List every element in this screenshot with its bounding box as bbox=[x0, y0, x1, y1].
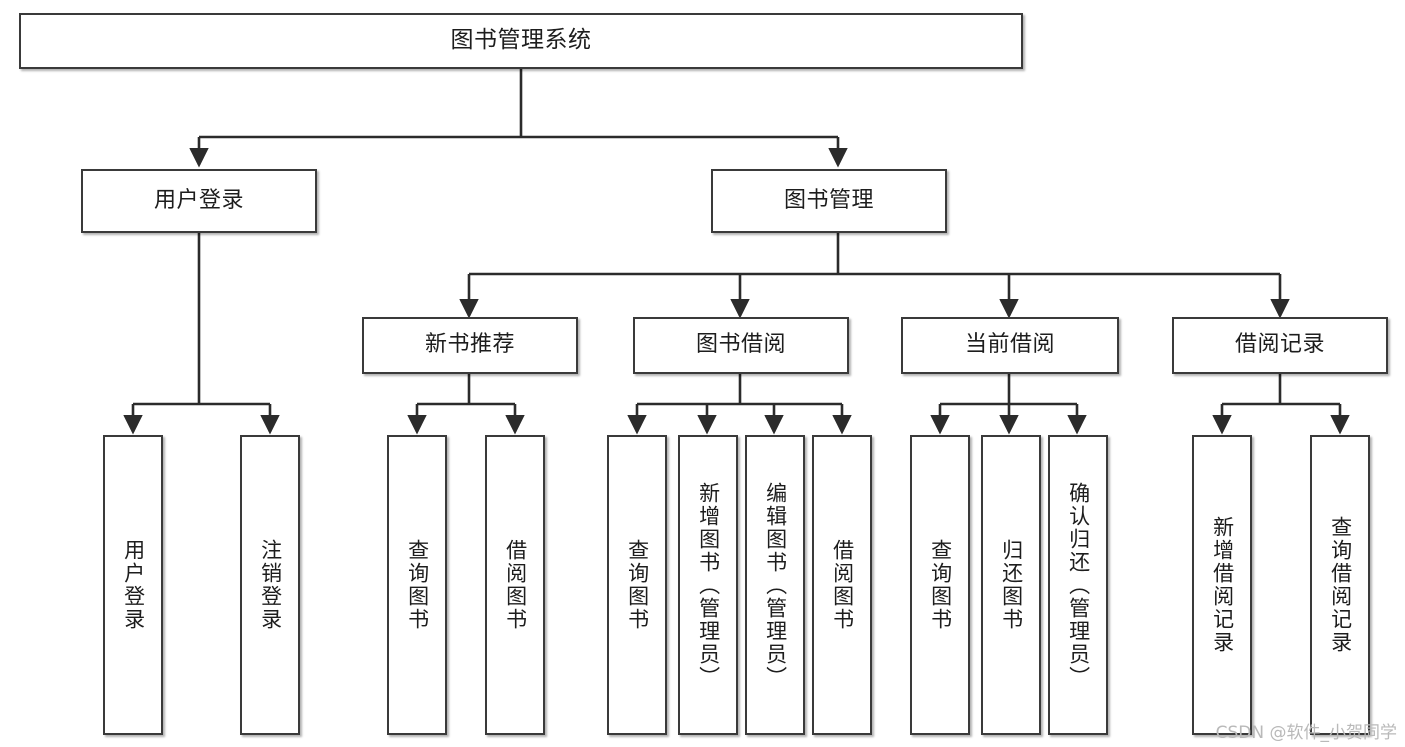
leaf-user-login[interactable]: 用户登录 bbox=[103, 435, 163, 735]
node-label: 用户登录 bbox=[153, 187, 244, 213]
leaf-query-book-current[interactable]: 查询图书 bbox=[910, 435, 970, 735]
node-label: 用户登录 bbox=[121, 539, 146, 631]
node-label: 注销登录 bbox=[258, 539, 283, 631]
leaf-return-book[interactable]: 归还图书 bbox=[981, 435, 1041, 735]
node-label: 查询借阅记录 bbox=[1328, 516, 1353, 654]
node-book-borrowing[interactable]: 图书借阅 bbox=[633, 317, 849, 374]
leaf-logout[interactable]: 注销登录 bbox=[240, 435, 300, 735]
leaf-confirm-return-admin[interactable]: 确认归还（管理员） bbox=[1048, 435, 1108, 735]
node-label: 新增借阅记录 bbox=[1210, 516, 1235, 654]
node-label: 查询图书 bbox=[405, 539, 430, 631]
leaf-query-book-borrow[interactable]: 查询图书 bbox=[607, 435, 667, 735]
csdn-watermark: CSDN @软件_小贺同学 bbox=[1215, 723, 1397, 743]
node-label: 查询图书 bbox=[625, 539, 650, 631]
node-book-management[interactable]: 图书管理 bbox=[711, 169, 947, 233]
leaf-query-borrow-record[interactable]: 查询借阅记录 bbox=[1310, 435, 1370, 735]
leaf-edit-book-admin[interactable]: 编辑图书（管理员） bbox=[745, 435, 805, 735]
node-current-borrowing[interactable]: 当前借阅 bbox=[901, 317, 1119, 374]
node-user-login[interactable]: 用户登录 bbox=[81, 169, 317, 233]
node-borrowing-record[interactable]: 借阅记录 bbox=[1172, 317, 1388, 374]
leaf-borrow-book-new-rec[interactable]: 借阅图书 bbox=[485, 435, 545, 735]
node-root-book-management-system[interactable]: 图书管理系统 bbox=[19, 13, 1023, 69]
node-label: 借阅记录 bbox=[1234, 332, 1325, 358]
node-label: 借阅图书 bbox=[830, 539, 855, 631]
node-label: 确认归还（管理员） bbox=[1066, 481, 1091, 689]
leaf-add-book-admin[interactable]: 新增图书（管理员） bbox=[678, 435, 738, 735]
node-new-book-recommendation[interactable]: 新书推荐 bbox=[362, 317, 578, 374]
node-label: 编辑图书（管理员） bbox=[763, 481, 788, 689]
node-label: 图书管理 bbox=[783, 187, 874, 213]
node-label: 图书借阅 bbox=[695, 332, 786, 358]
node-label: 借阅图书 bbox=[503, 539, 528, 631]
leaf-borrow-book[interactable]: 借阅图书 bbox=[812, 435, 872, 735]
leaf-query-book-new-rec[interactable]: 查询图书 bbox=[387, 435, 447, 735]
node-label: 新书推荐 bbox=[424, 332, 515, 358]
node-label: 当前借阅 bbox=[964, 332, 1055, 358]
node-label: 归还图书 bbox=[999, 539, 1024, 631]
leaf-add-borrow-record[interactable]: 新增借阅记录 bbox=[1192, 435, 1252, 735]
node-label: 图书管理系统 bbox=[450, 27, 592, 54]
node-label: 新增图书（管理员） bbox=[696, 481, 721, 689]
node-label: 查询图书 bbox=[928, 539, 953, 631]
